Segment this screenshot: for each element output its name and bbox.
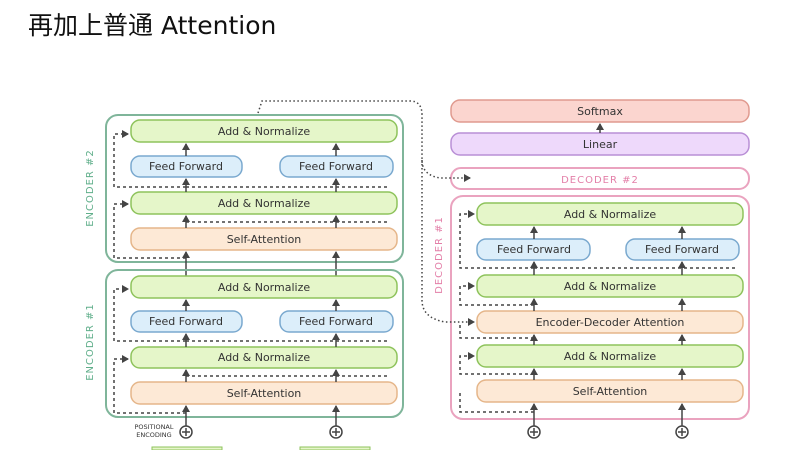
svg-text:Add & Normalize: Add & Normalize (218, 351, 310, 364)
softmax-box: Softmax (450, 99, 750, 123)
encoder1-label: ENCODER #1 (85, 303, 96, 381)
svg-text:Add & Normalize: Add & Normalize (218, 197, 310, 210)
encoder1-add-normalize-bottom: Add & Normalize (130, 346, 398, 369)
decoder1-feed-forward-left: Feed Forward (476, 238, 591, 261)
encoder1-feed-forward-left: Feed Forward (130, 310, 243, 333)
encoder1-residuals (113, 285, 390, 414)
encoder2-residuals (113, 130, 390, 259)
encoder2-self-attention: Self-Attention (130, 227, 398, 251)
encoder1-box (105, 269, 404, 418)
encoder2-feed-forward-right: Feed Forward (279, 155, 394, 178)
encoder1-self-attention: Self-Attention (130, 381, 398, 405)
decoder1-encoder-decoder-attention: Encoder-Decoder Attention (476, 310, 744, 334)
encoder2-feed-forward-left: Feed Forward (130, 155, 243, 178)
svg-text:Add & Normalize: Add & Normalize (564, 208, 656, 221)
svg-text:Encoder-Decoder Attention: Encoder-Decoder Attention (536, 316, 685, 329)
svg-text:Linear: Linear (583, 138, 618, 151)
decoder1-self-attention: Self-Attention (476, 379, 744, 403)
decoder1-add-normalize-bottom: Add & Normalize (476, 344, 744, 368)
svg-text:Self-Attention: Self-Attention (227, 387, 302, 400)
encoder2-add-normalize-top: Add & Normalize (130, 119, 398, 143)
next-layer-hint-left (151, 446, 223, 450)
svg-text:Softmax: Softmax (577, 105, 623, 118)
svg-text:Self-Attention: Self-Attention (227, 233, 302, 246)
encoder-output-link (257, 100, 475, 326)
svg-text:Feed Forward: Feed Forward (299, 315, 373, 328)
svg-text:Feed Forward: Feed Forward (299, 160, 373, 173)
svg-text:Feed Forward: Feed Forward (645, 243, 719, 256)
decoder1-box (450, 195, 750, 420)
page-title: 再加上普通 Attention (28, 11, 277, 40)
linear-box: Linear (450, 132, 750, 156)
svg-text:DECODER #2: DECODER #2 (561, 175, 639, 186)
decoder1-feed-forward-right: Feed Forward (625, 238, 740, 261)
positional-plus-icon (179, 425, 689, 439)
encoder2-label: ENCODER #2 (85, 149, 96, 227)
svg-text:Add & Normalize: Add & Normalize (564, 280, 656, 293)
svg-text:Feed Forward: Feed Forward (149, 160, 223, 173)
encoder2-box (105, 114, 404, 263)
svg-text:Feed Forward: Feed Forward (149, 315, 223, 328)
decoder1-label: DECODER #1 (434, 216, 445, 294)
decoder2-box: DECODER #2 (450, 167, 750, 190)
next-layer-hint-right (299, 446, 371, 450)
decoder1-residuals (459, 210, 738, 413)
encoder2-add-normalize-bottom: Add & Normalize (130, 191, 398, 215)
svg-text:Add & Normalize: Add & Normalize (564, 350, 656, 363)
positional-encoding-label-2: ENCODING (136, 431, 171, 439)
decoder1-add-normalize-top: Add & Normalize (476, 202, 744, 226)
svg-text:Self-Attention: Self-Attention (573, 385, 648, 398)
decoder1-add-normalize-mid: Add & Normalize (476, 274, 744, 298)
svg-text:Add & Normalize: Add & Normalize (218, 281, 310, 294)
svg-text:Add & Normalize: Add & Normalize (218, 125, 310, 138)
svg-text:Feed Forward: Feed Forward (497, 243, 571, 256)
positional-encoding-label-1: POSITIONAL (134, 423, 173, 431)
encoder-link-arrows (182, 251, 340, 276)
encoder1-add-normalize-top: Add & Normalize (130, 275, 398, 299)
encoder1-feed-forward-right: Feed Forward (279, 310, 394, 333)
